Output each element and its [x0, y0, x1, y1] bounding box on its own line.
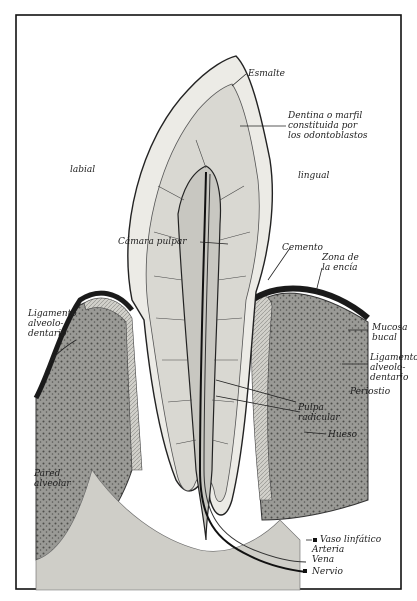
label-zona-encia-2: la encía	[322, 262, 358, 273]
label-arteria: Arteria	[311, 545, 344, 555]
label-dentina-2: constituida por	[288, 121, 358, 131]
label-lingual: lingual	[298, 171, 329, 181]
label-mucosa-1: Mucosa	[371, 323, 407, 333]
label-ligamento-left-1: Ligamento	[27, 309, 77, 319]
label-pulpa-2: radicular	[298, 413, 340, 423]
label-vaso: Vaso linfático	[320, 534, 382, 545]
label-ligamento-right-2: alveolo-	[370, 363, 405, 373]
label-cemento: Cemento	[282, 243, 323, 253]
label-pulpa-1: Pulpa	[297, 403, 324, 413]
label-dentina-3: los odontoblastos	[288, 131, 368, 141]
label-pared-1: Pared	[33, 469, 61, 479]
label-periostio: Periostio	[349, 387, 391, 397]
label-vena: Vena	[312, 555, 334, 565]
label-nervio: Nervio	[311, 567, 343, 577]
label-ligamento-left-3: dentario	[28, 329, 67, 339]
label-zona-encia-1: Zona de	[321, 253, 359, 263]
label-hueso: Hueso	[327, 430, 358, 440]
label-ligamento-right-3: dentario	[370, 373, 409, 383]
label-dentina-1: Dentina o marfil	[287, 111, 362, 121]
label-esmalte: Esmalte	[247, 69, 285, 79]
label-ligamento-left-2: alveolo-	[28, 319, 63, 329]
label-mucosa-2: bucal	[372, 333, 397, 343]
label-pared-2: alveolar	[34, 479, 71, 489]
label-ligamento-right-1: Ligamento	[369, 353, 417, 363]
label-camara-pulpar: Cámara pulpar	[118, 236, 187, 247]
label-labial: labial	[70, 165, 95, 175]
